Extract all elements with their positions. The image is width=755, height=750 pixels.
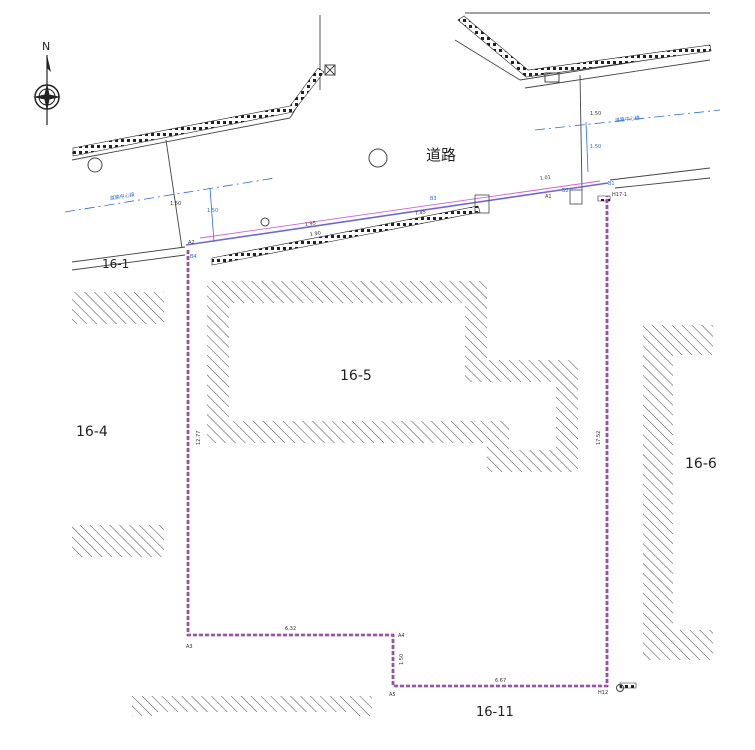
parcel-16-4: 16-4 — [76, 424, 108, 440]
north-arrow-icon: N — [33, 40, 61, 125]
dim-bottom-a5-h12: 6.67 — [495, 678, 506, 684]
building-16-4 — [72, 292, 164, 557]
building-16-5 — [207, 281, 578, 472]
dim-bottom-a3-a4: 6.32 — [285, 626, 296, 632]
point-b2: B2 — [562, 188, 569, 194]
parcel-16-11: 16-11 — [476, 705, 514, 720]
dim-front-right: 1.01 — [539, 174, 551, 181]
dim-a4-a5: 1.50 — [399, 654, 405, 665]
front-boundary — [185, 180, 609, 246]
dim-left-side: 12.77 — [196, 431, 202, 445]
centerline-label-right: 道路中心線 — [614, 114, 640, 124]
road-width-lines — [209, 121, 589, 243]
point-b1: B1 — [608, 181, 615, 187]
point-a4: A4 — [398, 633, 405, 639]
parcel-16-6: 16-6 — [685, 456, 717, 472]
dim-road-right2: 1.50 — [590, 111, 601, 117]
point-h17: H17-1 — [612, 192, 627, 198]
road-edges — [71, 12, 711, 271]
centerline-label-left: 道路中心線 — [109, 191, 135, 202]
point-a3: A3 — [186, 644, 193, 650]
dim-road-right: 1.50 — [590, 144, 601, 150]
building-16-6 — [643, 325, 713, 660]
point-a5: A5 — [389, 692, 396, 698]
north-letter: N — [42, 40, 50, 53]
building-16-11 — [132, 696, 372, 722]
point-b3: B3 — [430, 196, 437, 202]
dim-front-upper: 1.95 — [304, 220, 316, 227]
dim-front-mid: 7.45 — [414, 209, 426, 216]
manholes — [87, 64, 624, 692]
parcel-16-1: 16-1 — [102, 257, 129, 271]
point-a1: A1 — [545, 194, 552, 200]
road-centerlines — [64, 109, 721, 213]
point-b4: B4 — [190, 254, 197, 260]
road-walls — [72, 15, 712, 689]
point-a2: A2 — [188, 240, 195, 246]
dim-road-left: 1.50 — [207, 208, 218, 214]
dim-right-side: 17.52 — [596, 431, 602, 445]
road-label: 道路 — [426, 146, 456, 164]
dim-front-lower: 1.90 — [309, 230, 321, 237]
dim-road-left2: 1.50 — [170, 201, 181, 207]
point-h12: H12 — [598, 690, 608, 696]
parcel-16-5: 16-5 — [340, 368, 372, 384]
